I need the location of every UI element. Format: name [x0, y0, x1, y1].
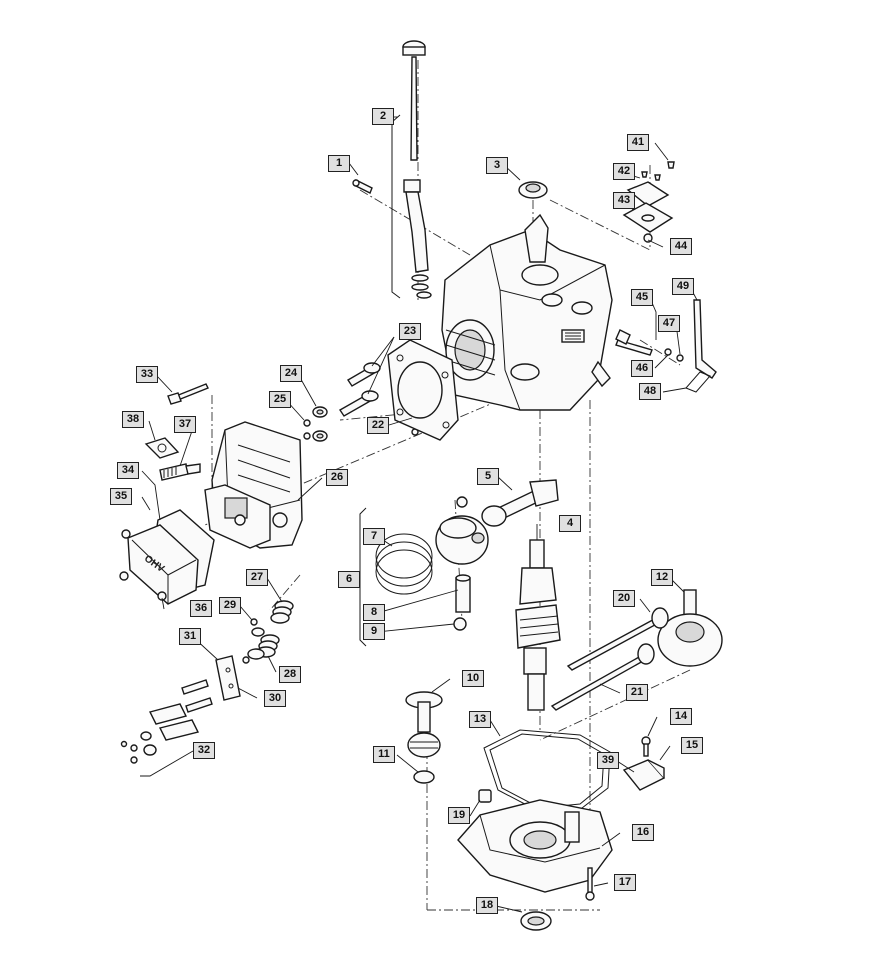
callout-26: 26	[326, 469, 348, 486]
bolt-part-1	[352, 179, 373, 194]
callout-43: 43	[613, 192, 635, 209]
clip-part-9	[453, 617, 467, 631]
rocker-arms-part-32	[120, 679, 213, 764]
spark-plug-part-37	[159, 463, 201, 481]
callout-32: 32	[193, 742, 215, 759]
gasket-part-38	[144, 437, 180, 459]
callout-7: 7	[363, 528, 385, 545]
washer-part-11	[413, 770, 435, 784]
callout-14: 14	[670, 708, 692, 725]
callout-23: 23	[399, 323, 421, 340]
callout-21: 21	[626, 684, 648, 701]
callout-22: 22	[367, 417, 389, 434]
callout-45: 45	[631, 289, 653, 306]
pushrod-part-21	[550, 643, 655, 711]
connecting-rod-part-5	[481, 479, 559, 527]
cover-screws	[119, 529, 167, 601]
callout-15: 15	[681, 737, 703, 754]
callout-34: 34	[117, 462, 139, 479]
oil-seal-part-3	[518, 181, 548, 199]
callout-2: 2	[372, 108, 394, 125]
callout-29: 29	[219, 597, 241, 614]
callout-46: 46	[631, 360, 653, 377]
callout-1: 1	[328, 155, 350, 172]
callout-4: 4	[559, 515, 581, 532]
bracket-39-15	[622, 759, 666, 791]
callout-3: 3	[486, 157, 508, 174]
piston-pin-part-8	[455, 574, 471, 613]
breather-cover-group	[622, 161, 675, 243]
callout-37: 37	[174, 416, 196, 433]
callout-44: 44	[670, 238, 692, 255]
callout-11: 11	[373, 746, 395, 763]
valve-seals-24-25	[303, 406, 328, 442]
bolt-part-14	[641, 736, 651, 757]
camshaft-part-12	[657, 589, 723, 667]
crankcase-block	[411, 213, 613, 436]
bolt-part-17	[585, 867, 595, 901]
callout-41: 41	[627, 134, 649, 151]
head-gasket-part-22	[387, 339, 459, 441]
sump-base-part-16	[457, 799, 613, 893]
callout-12: 12	[651, 569, 673, 586]
callout-24: 24	[280, 365, 302, 382]
callout-20: 20	[613, 590, 635, 607]
crankshaft-part-4	[515, 539, 561, 711]
piston-part-6	[435, 515, 489, 565]
callout-49: 49	[672, 278, 694, 295]
callout-28: 28	[279, 666, 301, 683]
callout-10: 10	[462, 670, 484, 687]
clip-top	[456, 496, 468, 508]
callout-19: 19	[448, 807, 470, 824]
callout-18: 18	[476, 897, 498, 914]
callout-47: 47	[658, 315, 680, 332]
head-bolt-part-33	[167, 383, 209, 405]
piston-rings-part-7	[375, 533, 433, 595]
callout-35: 35	[110, 488, 132, 505]
callout-8: 8	[363, 604, 385, 621]
callout-30: 30	[264, 690, 286, 707]
callout-38: 38	[122, 411, 144, 428]
governor-part-10	[405, 691, 443, 758]
dipstick	[402, 40, 426, 161]
callout-39: 39	[597, 752, 619, 769]
callout-5: 5	[477, 468, 499, 485]
callout-17: 17	[614, 874, 636, 891]
rocker-cover-part-35: OHV	[127, 524, 199, 605]
brackets	[359, 114, 401, 647]
callout-42: 42	[613, 163, 635, 180]
pushrod-part-20	[566, 607, 669, 671]
callout-9: 9	[363, 623, 385, 640]
valve-springs-27-28	[242, 600, 294, 664]
callout-16: 16	[632, 824, 654, 841]
filter-part-19	[478, 789, 492, 803]
callout-6: 6	[338, 571, 360, 588]
callout-31: 31	[179, 628, 201, 645]
valves-part-23	[339, 362, 381, 417]
callout-13: 13	[469, 711, 491, 728]
plate-part-31	[215, 655, 241, 701]
callout-48: 48	[639, 383, 661, 400]
governor-linkage	[615, 299, 717, 393]
callout-33: 33	[136, 366, 158, 383]
callout-36: 36	[190, 600, 212, 617]
callout-27: 27	[246, 569, 268, 586]
callout-25: 25	[269, 391, 291, 408]
seal-part-18	[520, 911, 552, 931]
cylinder-head-part-26	[204, 421, 303, 549]
oil-fill-tube	[403, 179, 432, 299]
sump-gasket-part-13	[483, 729, 611, 813]
